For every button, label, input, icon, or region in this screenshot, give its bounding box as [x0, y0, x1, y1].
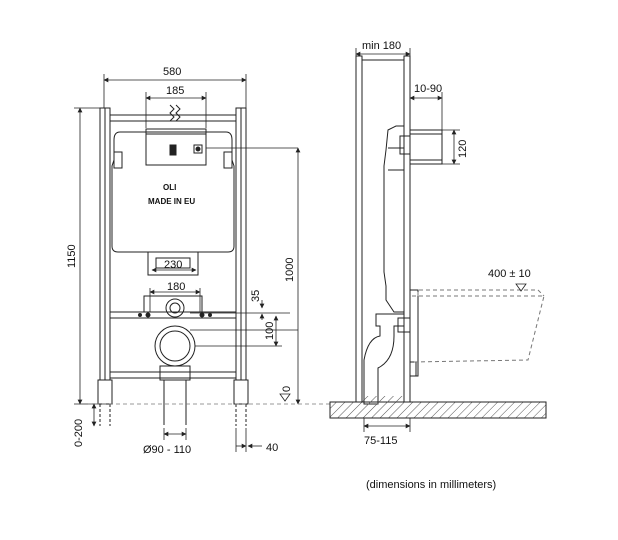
dim-100: 100 [264, 322, 276, 340]
dim-zero: 0 [281, 386, 293, 392]
frame-top-bar [109, 114, 237, 122]
front-view [97, 104, 298, 426]
dim-180-front: 180 [167, 281, 185, 293]
side-frame-front [403, 55, 411, 403]
dim-1000: 1000 [284, 258, 296, 282]
brand-logo: OLI [163, 183, 176, 192]
frame-feet [97, 379, 249, 426]
dim-185: 185 [166, 85, 184, 97]
caption: (dimensions in millimeters) [366, 479, 496, 491]
dim-400: 400 ± 10 [488, 268, 531, 280]
side-toilet-bowl [411, 295, 545, 363]
dim-min-180: min 180 [362, 40, 401, 52]
frame-lower-bar [109, 371, 237, 379]
dim-10-90: 10-90 [414, 83, 442, 95]
side-cistern [383, 125, 405, 313]
bolt-bracket [143, 295, 203, 313]
frame-left-post [99, 107, 111, 381]
flush-plate [145, 128, 207, 166]
cistern-outlet [147, 252, 199, 276]
drain-pipe [154, 325, 196, 425]
water-inlet [169, 104, 181, 122]
cistern-body [111, 131, 235, 253]
side-view [329, 55, 547, 419]
dim-1150: 1150 [66, 244, 78, 268]
dim-120: 120 [457, 140, 469, 158]
side-frame-back [355, 55, 363, 403]
dim-580: 580 [163, 66, 181, 78]
dim-230: 230 [164, 259, 182, 271]
dim-0-200: 0-200 [73, 419, 85, 447]
frame-right-post [235, 107, 247, 381]
side-flush-button [409, 129, 443, 165]
floor-slab [329, 401, 547, 419]
dim-pipe-diameter: Ø90 - 110 [143, 444, 191, 456]
dim-75-115: 75-115 [364, 435, 397, 447]
brand-text: MADE IN EU [148, 197, 195, 206]
dim-35: 35 [250, 290, 262, 302]
dim-40: 40 [266, 442, 278, 454]
